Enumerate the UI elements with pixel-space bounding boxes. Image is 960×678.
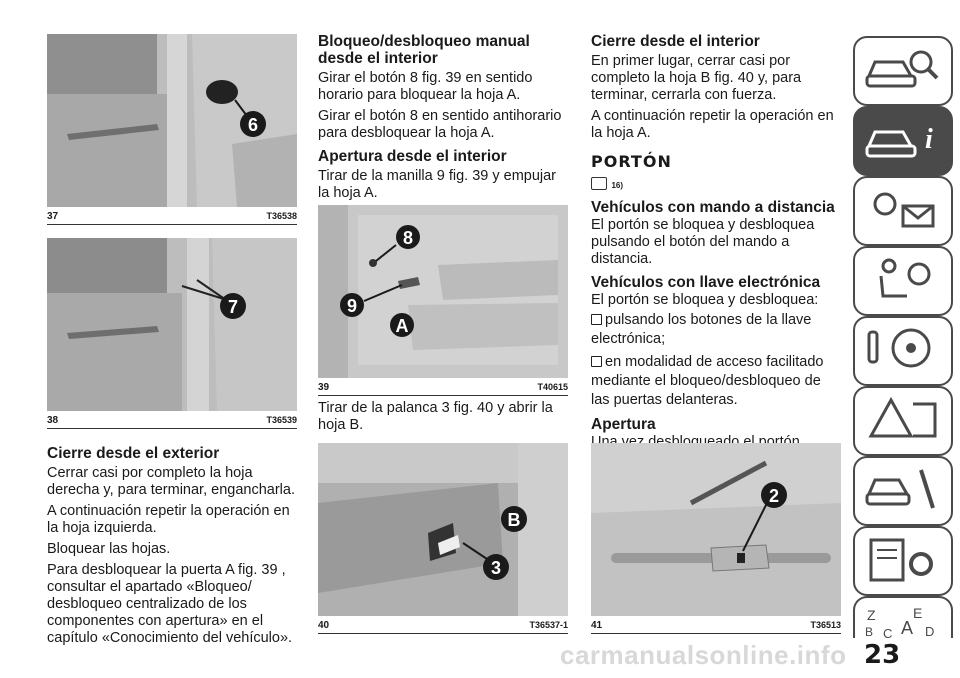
bullet-icon <box>591 356 602 367</box>
figure-number: 41 <box>591 620 603 631</box>
heading-apertura-interior: Apertura desde el interior <box>318 148 507 165</box>
callout-2: 2 <box>769 486 779 506</box>
car-search-icon <box>865 50 939 88</box>
car-tools-icon <box>865 469 935 509</box>
figure-code: T40615 <box>537 382 568 392</box>
warning-reference: 16) <box>591 175 841 193</box>
text-column-2-top: Bloqueo/desbloqueo manual desde el inter… <box>318 33 568 202</box>
photo-van-door-lock: 7 <box>47 238 297 411</box>
photo-door-interior-button: 8 9 A <box>318 205 568 378</box>
tab-technical-data[interactable] <box>853 526 953 596</box>
paragraph: A continuación repetir la operación en l… <box>591 108 834 141</box>
photo-van-side-door-handle: 6 <box>47 34 297 207</box>
tab-maintenance[interactable] <box>853 456 953 526</box>
figure-37: 6 37 T36538 <box>47 34 297 225</box>
heading-cierre-exterior: Cierre desde el exterior <box>47 445 220 462</box>
heading-apertura: Apertura <box>591 416 656 433</box>
paragraph: A continuación repetir la operación en l… <box>47 503 290 536</box>
paragraph: Girar el botón 8 en sentido antihorario … <box>318 108 562 141</box>
photo-tailgate-button: 2 <box>591 443 841 616</box>
figure-code: T36513 <box>810 620 841 630</box>
figure-number: 37 <box>47 211 59 222</box>
warning-light-icon <box>873 192 935 228</box>
bullet-item: pulsando los botones de la llave electró… <box>591 312 812 347</box>
svg-text:E: E <box>913 605 922 621</box>
svg-text:A: A <box>901 618 913 638</box>
section-title-porton: PORTÓN <box>591 152 672 171</box>
text-column-2-mid: Tirar de la palanca 3 fig. 40 y abrir la… <box>318 400 568 434</box>
steering-key-icon <box>867 328 931 368</box>
paragraph: El portón se bloquea y desbloquea pulsan… <box>591 217 815 267</box>
svg-text:C: C <box>883 626 892 640</box>
bullet-icon <box>591 314 602 325</box>
heading-llave-electronica: Vehículos con llave electrónica <box>591 274 821 291</box>
reference-number: 16) <box>611 181 624 190</box>
page-number: 23 <box>864 640 901 670</box>
paragraph: Cerrar casi por completo la hoja derecha… <box>47 465 295 498</box>
figure-number: 39 <box>318 382 330 393</box>
figure-number: 38 <box>47 415 59 426</box>
paragraph: En primer lugar, cerrar casi por complet… <box>591 53 802 103</box>
paragraph: El portón se bloquea y desbloquea: <box>591 292 819 308</box>
paragraph: Para desbloquear la puerta A fig. 39 , c… <box>47 562 293 646</box>
heading-mando-distancia: Vehículos con mando a distancia <box>591 199 835 216</box>
figure-38: 7 38 T36539 <box>47 238 297 429</box>
paragraph: Tirar de la manilla 9 fig. 39 y empujar … <box>318 168 557 201</box>
photo-rear-door-lever: B 3 <box>318 443 568 616</box>
callout-7: 7 <box>228 297 238 317</box>
airbag-seat-icon <box>879 258 931 298</box>
warning-book-icon <box>591 177 607 190</box>
callout-9: 9 <box>347 296 357 316</box>
callout-A: A <box>396 316 409 336</box>
tab-car-search[interactable] <box>853 36 953 106</box>
text-column-3: Cierre desde el interior En primer lugar… <box>591 33 841 485</box>
paragraph: Tirar de la palanca 3 fig. 40 y abrir la… <box>318 400 553 433</box>
svg-text:i: i <box>925 124 933 155</box>
figure-40: B 3 40 T36537-1 <box>318 443 568 634</box>
callout-8: 8 <box>403 228 413 248</box>
specs-gear-icon <box>869 538 933 582</box>
tab-driving[interactable] <box>853 316 953 386</box>
paragraph: Girar el botón 8 fig. 39 en sentido hora… <box>318 70 533 103</box>
heading-bloqueo-manual: Bloqueo/desbloqueo manual desde el inter… <box>318 33 530 67</box>
figure-number: 40 <box>318 620 330 631</box>
alphabet-index-icon: Z E B A C D <box>865 605 934 640</box>
callout-3: 3 <box>491 558 501 578</box>
tab-index[interactable]: Z E B A C D <box>853 596 953 640</box>
tab-safety[interactable] <box>853 246 953 316</box>
svg-text:Z: Z <box>867 607 876 623</box>
svg-text:B: B <box>865 625 873 639</box>
text-column-1: Cierre desde el exterior Cerrar casi por… <box>47 445 302 647</box>
figure-39: 8 9 A 39 T40615 <box>318 205 568 396</box>
figure-code: T36538 <box>266 211 297 221</box>
tab-emergency[interactable] <box>853 386 953 456</box>
paragraph: Bloquear las hojas. <box>47 541 171 557</box>
callout-B: B <box>508 510 521 530</box>
figure-41: 2 41 T36513 <box>591 443 841 634</box>
heading-cierre-interior: Cierre desde el interior <box>591 33 760 50</box>
figure-code: T36537-1 <box>529 620 568 630</box>
tab-warning-lights[interactable] <box>853 176 953 246</box>
figure-code: T36539 <box>266 415 297 425</box>
car-info-icon: i <box>865 124 933 158</box>
road-warning-icon <box>868 396 937 438</box>
tab-car-info[interactable]: i <box>853 106 953 176</box>
svg-text:D: D <box>925 624 934 639</box>
bullet-item: en modalidad de acceso facilitado median… <box>591 354 824 408</box>
callout-6: 6 <box>248 115 258 135</box>
watermark: carmanualsonline.info <box>560 640 847 670</box>
